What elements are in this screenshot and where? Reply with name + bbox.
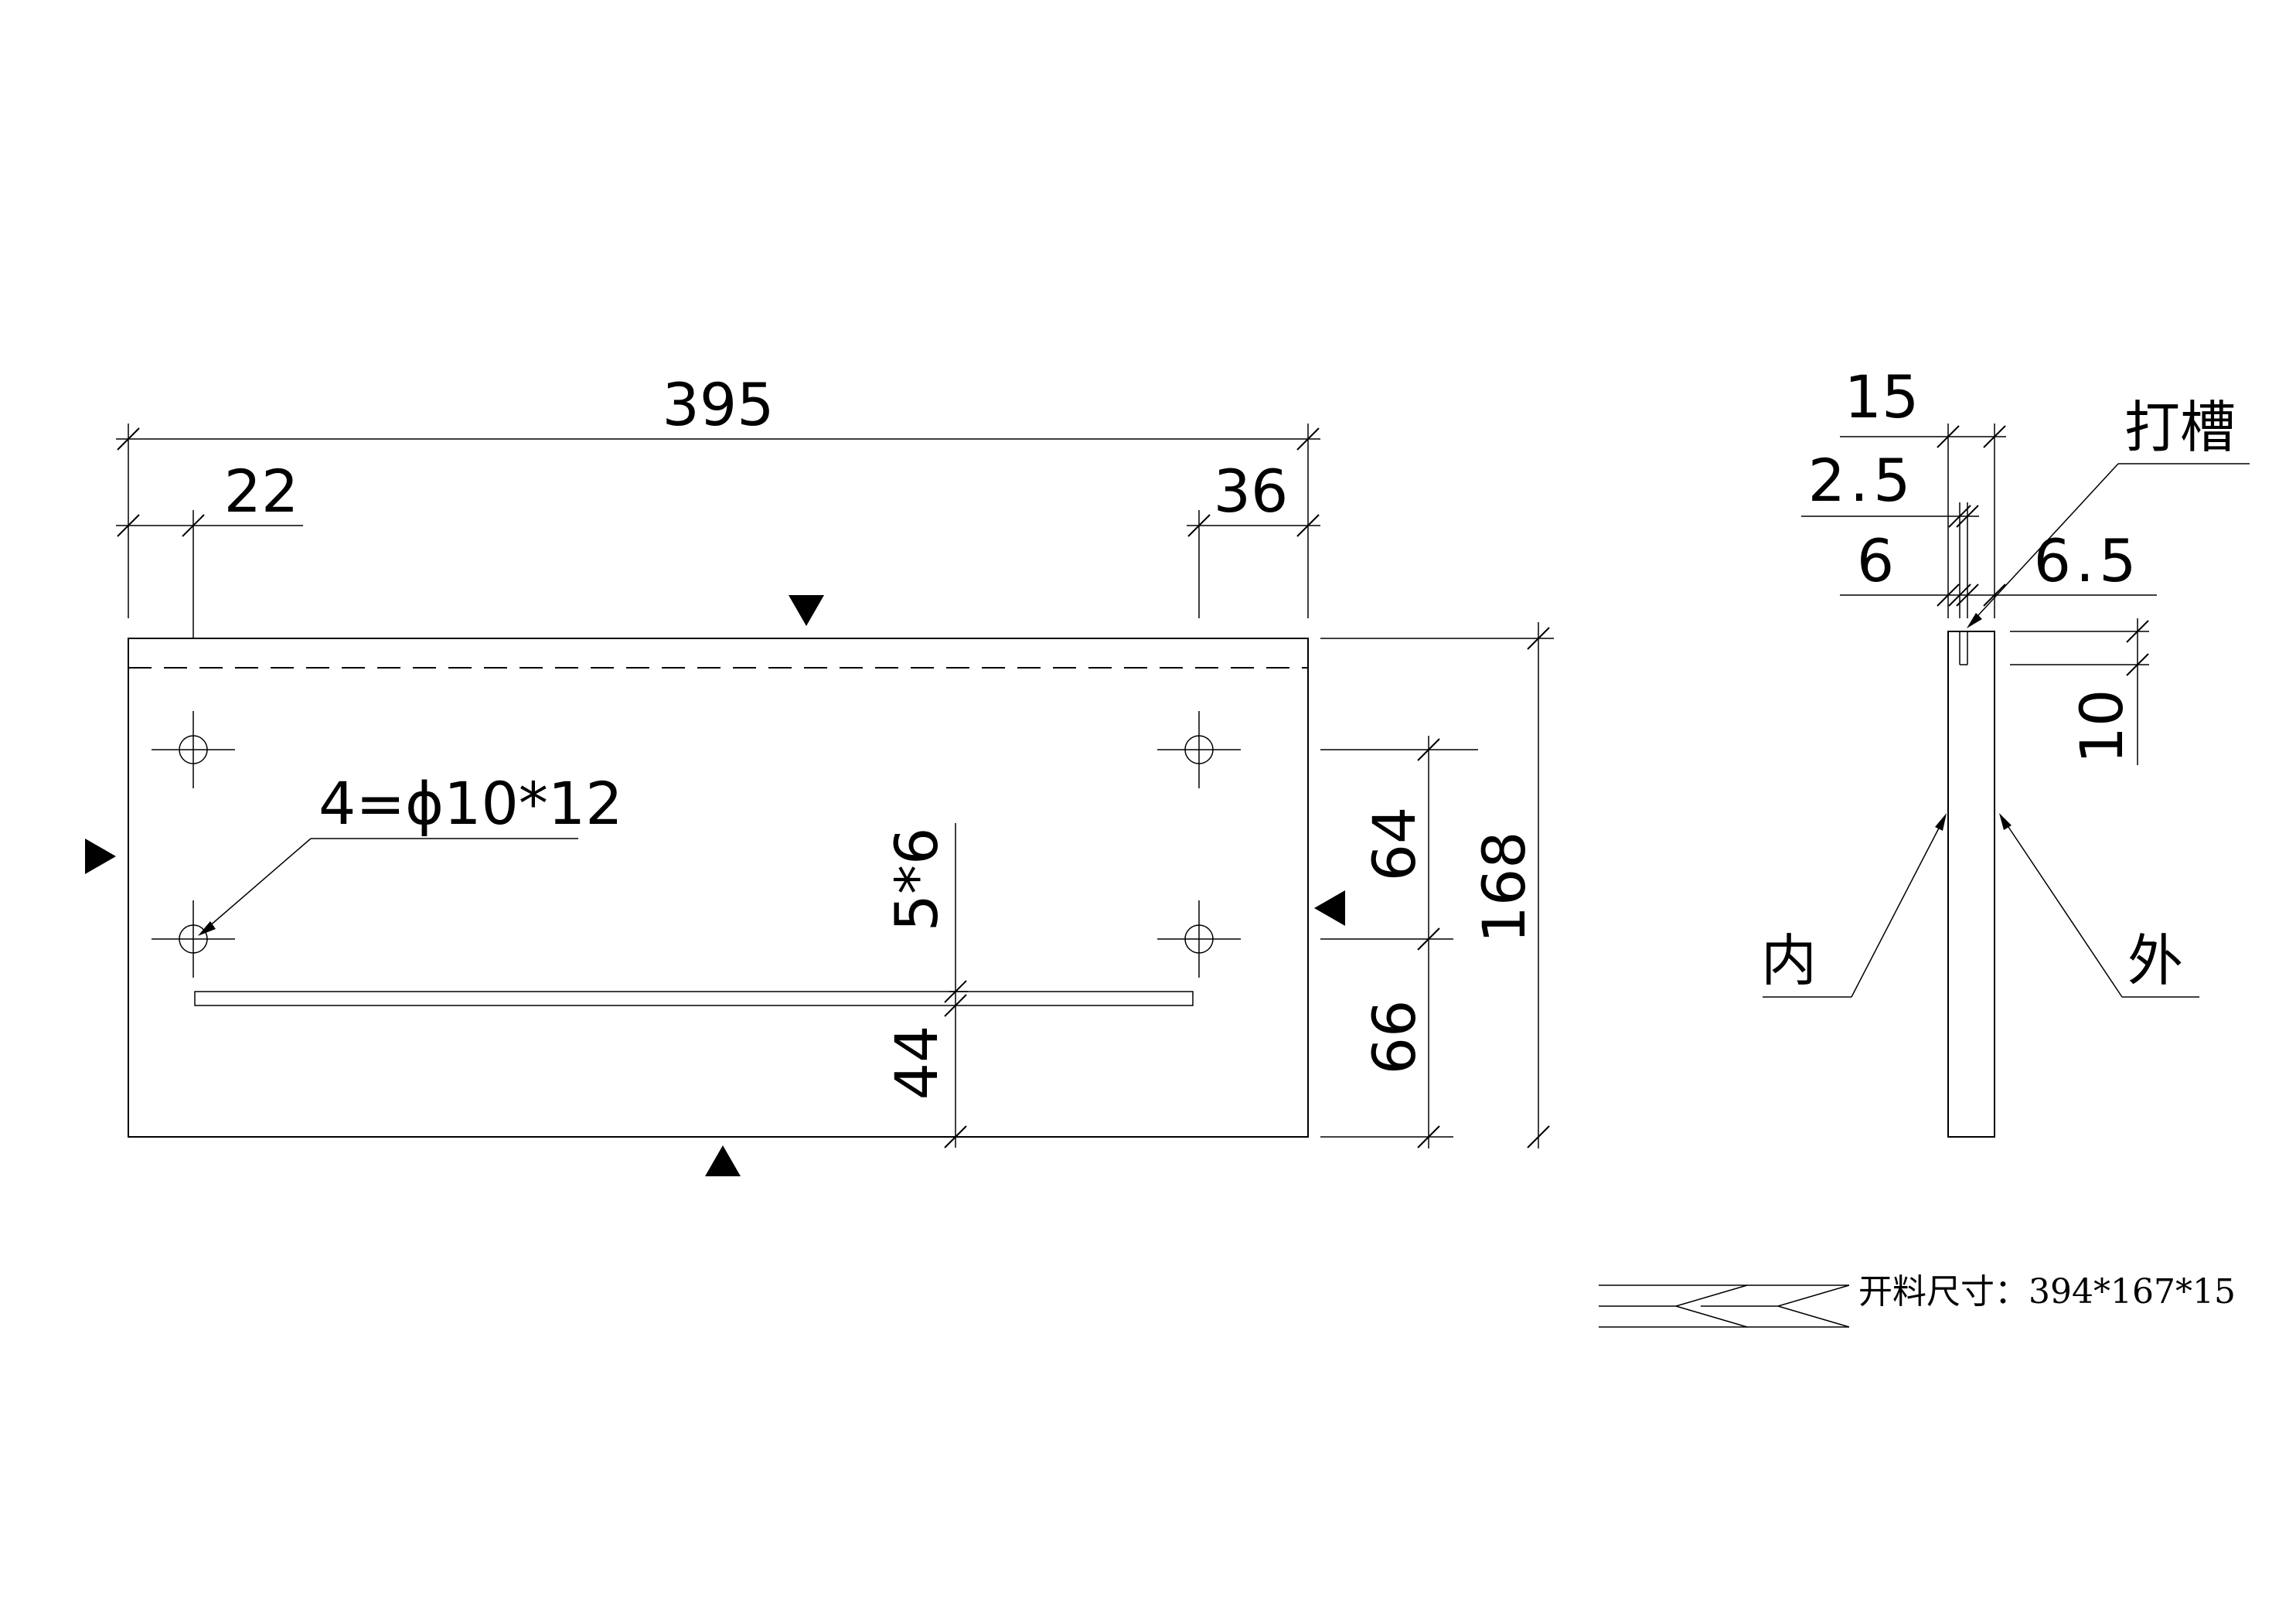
groove-label: 打槽	[2124, 395, 2236, 460]
view-arrow-right	[1314, 890, 1345, 926]
dim-36-text: 36	[1214, 457, 1289, 526]
dim-side-top: 15 2.5 6 6.5	[1801, 362, 2157, 618]
dim-22-text: 22	[224, 457, 299, 526]
holes-label-text: 4=ϕ10*12	[319, 769, 623, 838]
holes-callout: 4=ϕ10*12	[198, 769, 623, 936]
dim-2-5-text: 2.5	[1808, 446, 1916, 515]
hole-bottom-right	[1157, 900, 1241, 978]
dim-overall-height: 168	[1320, 622, 1554, 1148]
dim-10-text: 10	[2067, 689, 2136, 764]
front-view: 395 22 36 4=ϕ10*12	[85, 370, 1554, 1176]
dim-right-offset: 36	[1187, 457, 1320, 618]
dim-left-offset: 22	[116, 457, 303, 638]
side-outline	[1947, 631, 1995, 1138]
cut-size-text: 开料尺寸：394*167*15	[1858, 1272, 2236, 1312]
outer-label: 外	[2127, 928, 2183, 993]
groove-callout: 打槽	[1967, 395, 2250, 628]
groove-label-text: 5*6	[882, 828, 951, 932]
view-arrow-left	[85, 839, 116, 874]
dim-6-5-text: 6.5	[2034, 526, 2141, 595]
inner-label: 内	[1761, 928, 1817, 993]
dim-64-text: 64	[1360, 807, 1429, 882]
dim-hole-spacing: 64 66	[1320, 736, 1478, 1148]
side-view: 15 2.5 6 6.5 打槽 10	[1761, 362, 2250, 1138]
groove-slot	[194, 991, 1194, 1006]
cut-size-note: 开料尺寸：394*167*15	[1599, 1272, 2236, 1328]
dim-15-text: 15	[1845, 362, 1920, 431]
dim-groove: 5*6 44	[882, 823, 968, 1148]
dim-groove-depth: 10	[2010, 618, 2149, 765]
hole-top-left	[152, 711, 235, 788]
dim-168-text: 168	[1470, 831, 1538, 943]
hole-top-right	[1157, 711, 1241, 788]
view-arrow-top	[789, 595, 824, 626]
outer-callout: 外	[1999, 813, 2199, 998]
panel-outline	[128, 638, 1309, 1138]
dim-overall-width: 395	[116, 370, 1320, 618]
view-arrow-bottom	[705, 1145, 741, 1176]
dim-6-text: 6	[1857, 526, 1894, 595]
inner-callout: 内	[1761, 813, 1947, 998]
dim-44-text: 44	[882, 1026, 951, 1101]
hole-bottom-left	[152, 900, 235, 978]
dim-66-text: 66	[1360, 1000, 1429, 1075]
dim-395-text: 395	[662, 370, 774, 439]
